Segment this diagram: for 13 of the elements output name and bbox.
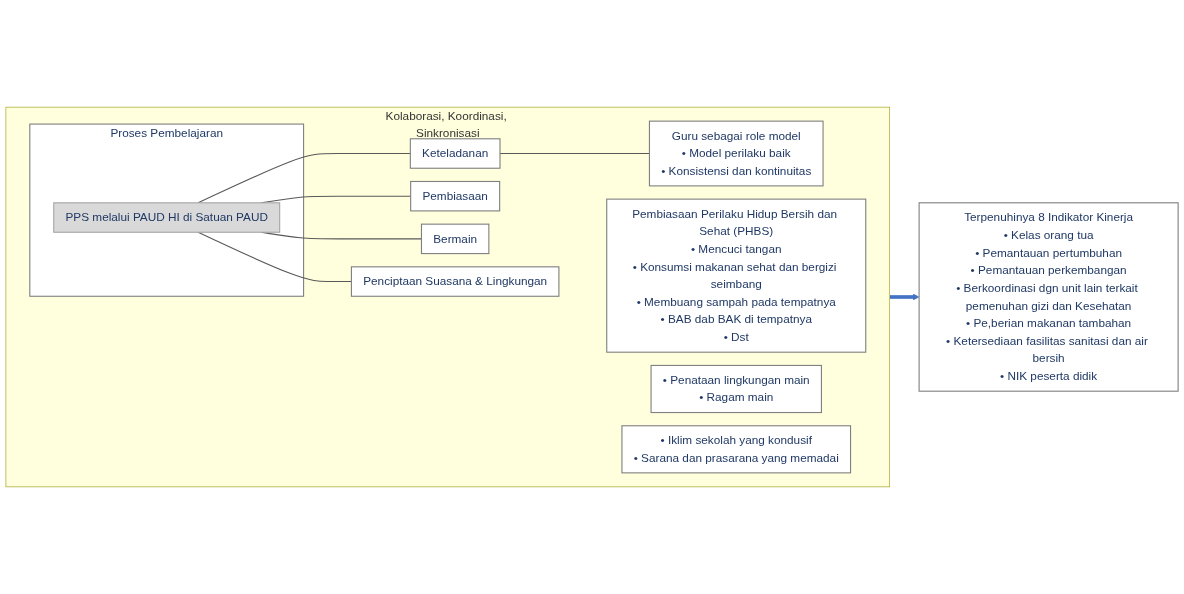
connector: [197, 152, 411, 204]
node-box: Keteladanan: [409, 138, 501, 169]
node-box: Guru sebagai role model • Model perilaku baik • Konsistensi dan kontinuitas: [648, 120, 824, 187]
node-box: Penciptaan Suasana & Lingkungan: [350, 266, 560, 297]
node-box: PPS melalui PAUD HI di Satuan PAUD: [53, 202, 281, 233]
connector: [197, 231, 352, 283]
node-box: • Penataan lingkungan main • Ragam main: [650, 364, 822, 414]
node-box: Terpenuhinya 8 Indikator Kinerja • Kelas orang tua • Pemantauan pertumbuhan • Pemantauan perkembangan • Berkoordinasi dgn unit lain terkait pemenuhan gizi dan Kesehatan • Pe,berian makanan tambahan • Ketersediaan fasilitas sanitasi dan air bersih • NIK peserta didik: [918, 202, 1179, 392]
node-box: Pembiasaan Perilaku Hidup Bersih dan Sehat (PHBS) • Mencuci tangan • Konsumsi makanan sehat dan bergizi seimbang • Membuang sampah pada tempatnya • BAB dab BAK di tempatnya • Dst: [606, 198, 867, 353]
node-box: Bermain: [420, 223, 490, 255]
arrow: [889, 293, 920, 301]
node-box: Pembiasaan: [410, 180, 501, 212]
node-box: • Iklim sekolah yang kondusif • Sarana dan prasarana yang memadai: [621, 425, 852, 474]
